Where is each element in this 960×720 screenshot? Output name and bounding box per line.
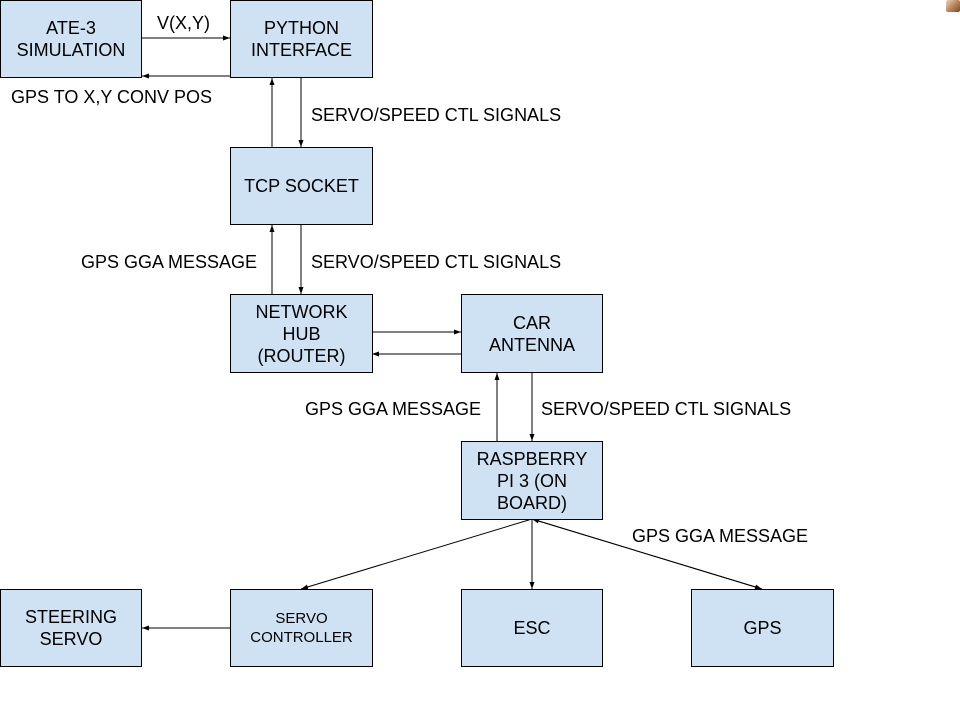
steering-servo-box: STEERING SERVO bbox=[0, 589, 142, 667]
network-hub-box: NETWORK HUB (ROUTER) bbox=[230, 294, 373, 373]
label-gga-1: GPS GGA MESSAGE bbox=[81, 252, 258, 272]
label-servo-signals-1: SERVO/SPEED CTL SIGNALS bbox=[311, 105, 562, 125]
arrow-gps-to-rpi bbox=[531, 518, 763, 590]
avatar[interactable] bbox=[946, 0, 960, 12]
gps-box: GPS bbox=[691, 589, 834, 667]
label-vxy: V(X,Y) bbox=[157, 13, 211, 33]
car-antenna-box: CAR ANTENNA bbox=[461, 294, 603, 373]
label-gga-2: GPS GGA MESSAGE bbox=[305, 399, 482, 419]
ate3-simulation-box: ATE-3 SIMULATION bbox=[0, 0, 142, 78]
label-gga-3: GPS GGA MESSAGE bbox=[632, 526, 809, 546]
esc-box: ESC bbox=[461, 589, 603, 667]
label-servo-signals-2: SERVO/SPEED CTL SIGNALS bbox=[311, 252, 562, 272]
python-interface-box: PYTHON INTERFACE bbox=[230, 0, 373, 78]
raspberry-pi-box: RASPBERRY PI 3 (ON BOARD) bbox=[461, 441, 603, 520]
label-gps-to-xy: GPS TO X,Y CONV POS bbox=[11, 87, 213, 107]
servo-controller-box: SERVO CONTROLLER bbox=[230, 589, 373, 667]
label-servo-signals-3: SERVO/SPEED CTL SIGNALS bbox=[541, 399, 792, 419]
arrow-rpi-to-servo-controller bbox=[300, 518, 533, 590]
tcp-socket-box: TCP SOCKET bbox=[230, 147, 373, 225]
